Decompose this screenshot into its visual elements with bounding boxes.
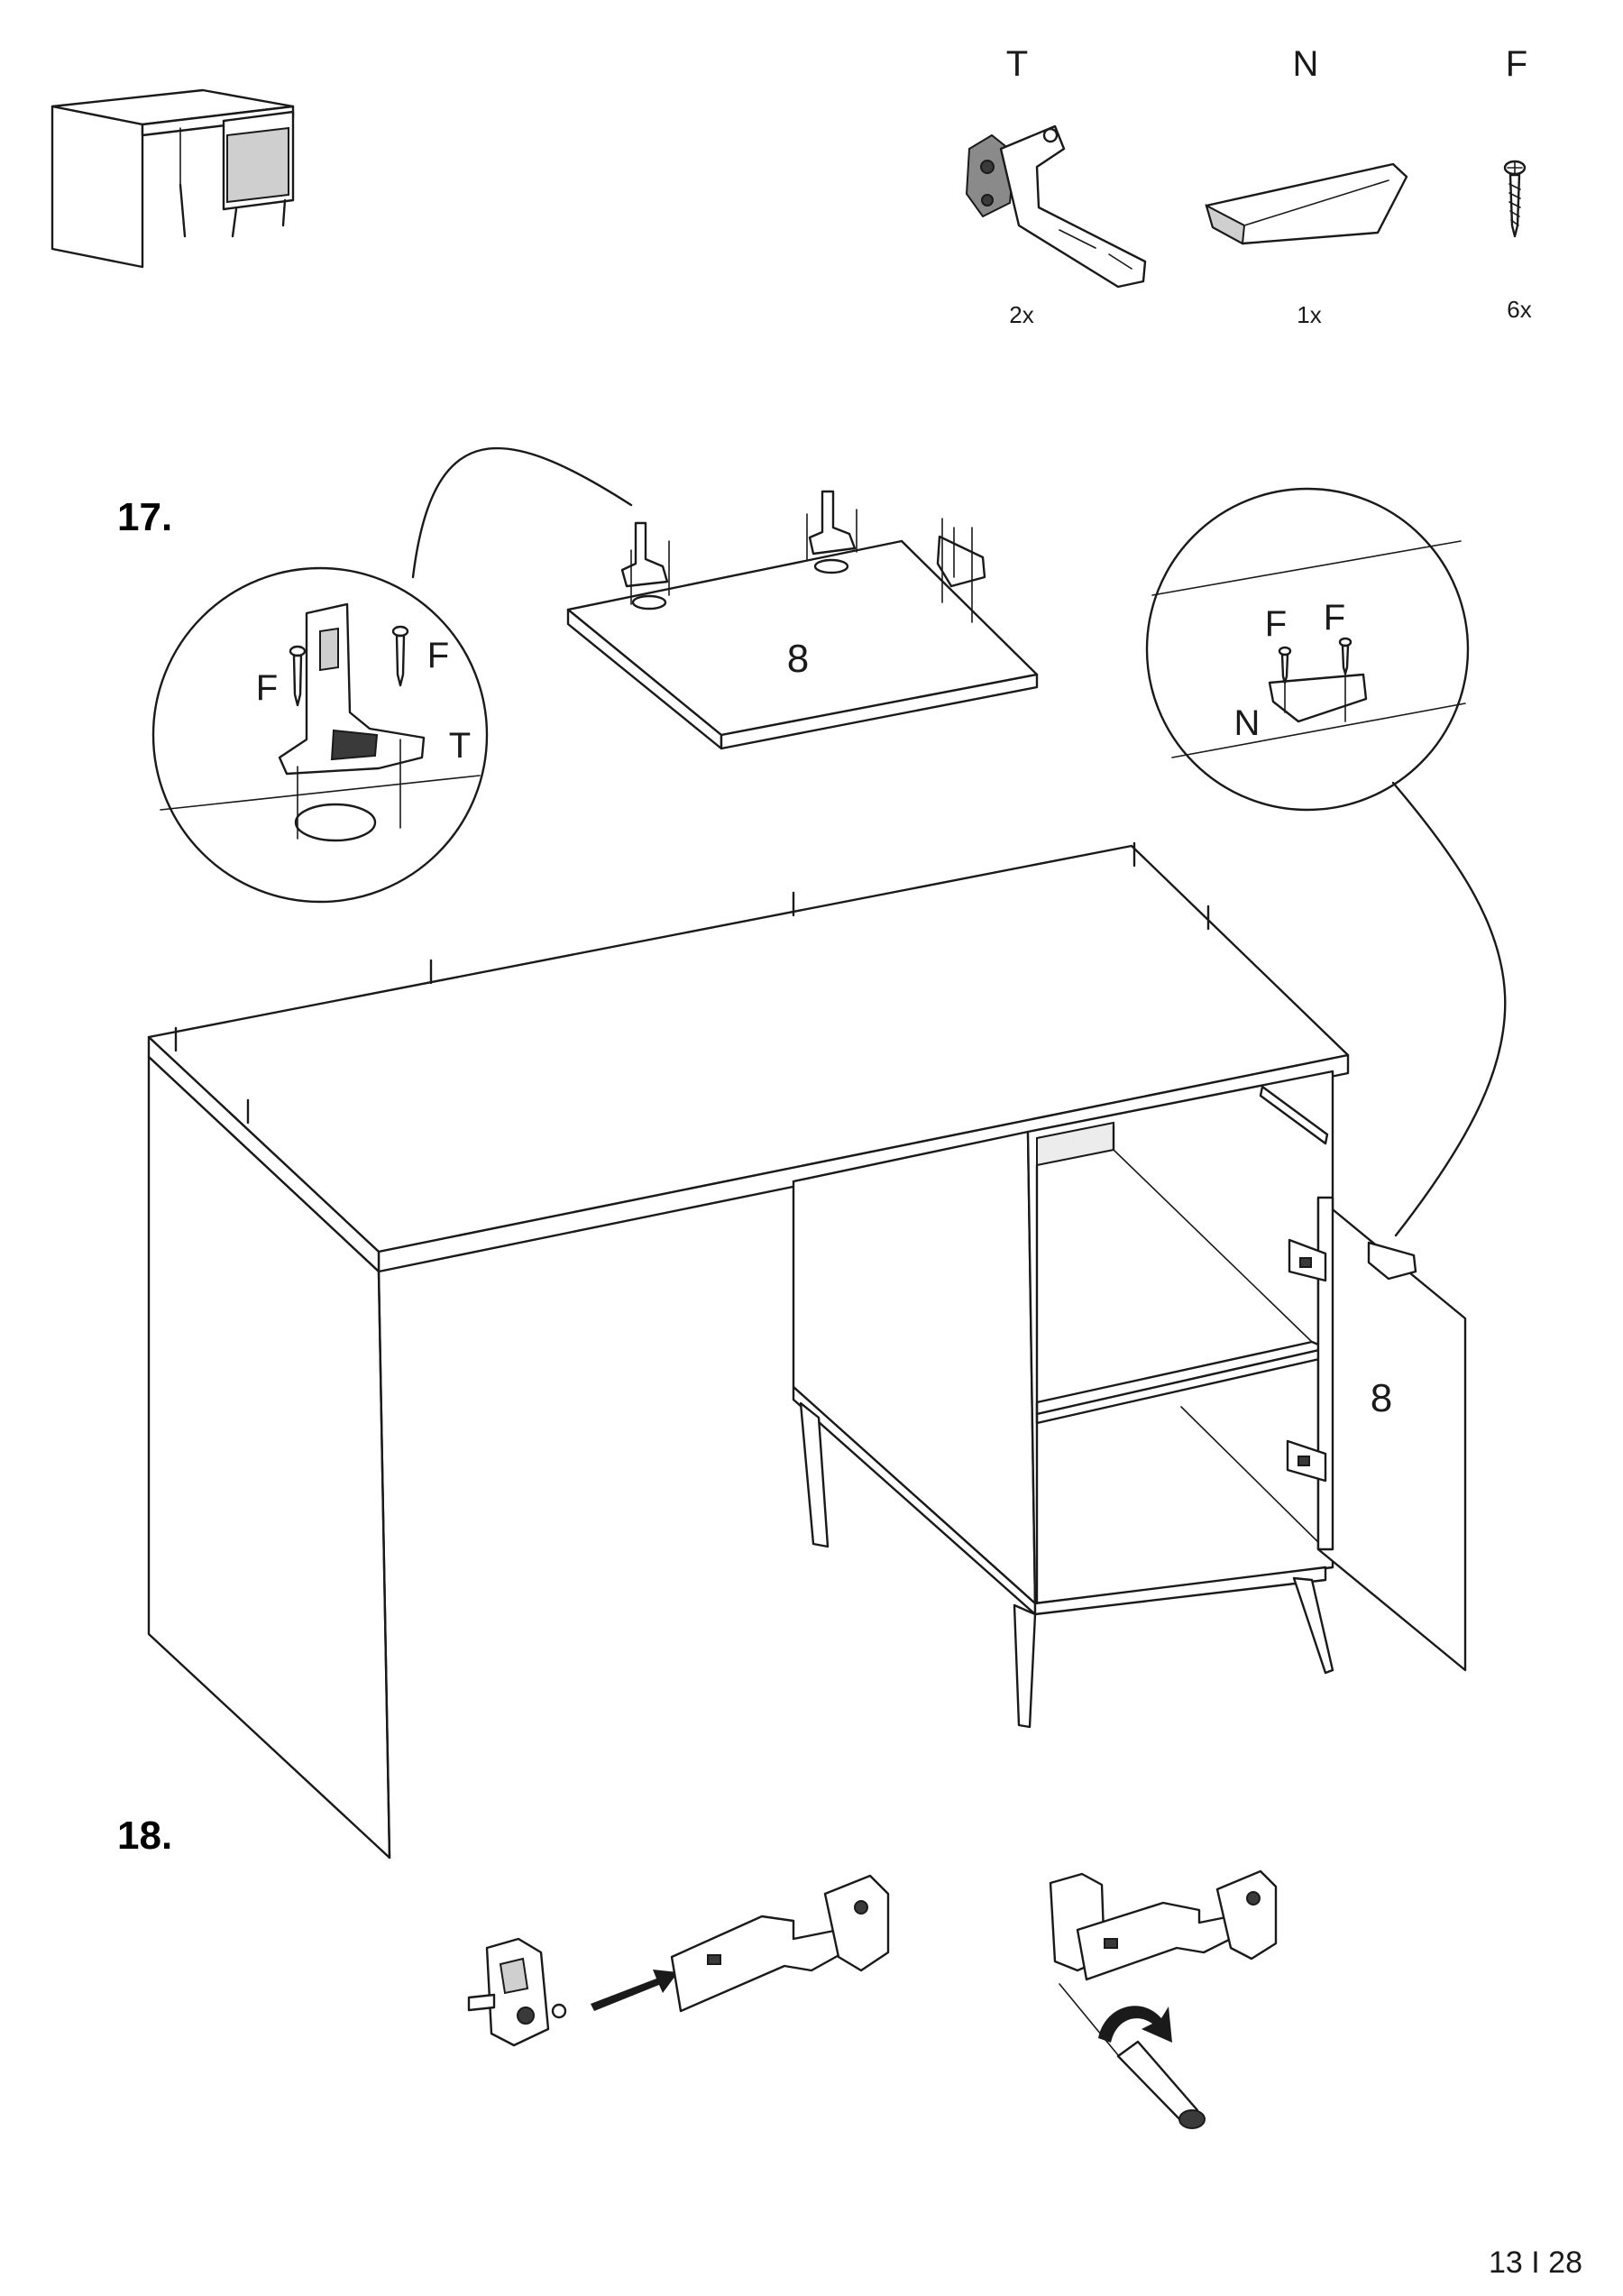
callout-left-label-F1: F bbox=[256, 668, 278, 708]
step-number-18: 18. bbox=[117, 1814, 172, 1858]
hinge-assembled-detail bbox=[1049, 1869, 1278, 1981]
callout-leader-left bbox=[411, 446, 633, 579]
handle-small-icon bbox=[1367, 1241, 1417, 1281]
screw-icon bbox=[1338, 637, 1352, 675]
handle-icon bbox=[1205, 162, 1408, 245]
desk-assembly bbox=[147, 841, 1350, 1860]
dowel-pins bbox=[174, 841, 1210, 1125]
part-legend-N: N 1x bbox=[1205, 44, 1408, 328]
hinge-arm-detail bbox=[670, 1874, 890, 2013]
callout-right-label-F2: F bbox=[1324, 598, 1345, 638]
callout-left-label-T: T bbox=[449, 726, 471, 766]
callout-left-label-F2: F bbox=[427, 636, 449, 675]
door-panel-open: 8 bbox=[1286, 1196, 1467, 1672]
handle-detail bbox=[1151, 540, 1466, 758]
page-number: 13 I 28 bbox=[1489, 2245, 1582, 2280]
callout-right-label-F1: F bbox=[1265, 604, 1287, 644]
screw-icon bbox=[1503, 160, 1527, 238]
screwdriver-icon bbox=[1059, 1983, 1206, 2129]
step-number-17: 17. bbox=[117, 495, 172, 539]
part-letter-T: T bbox=[1006, 44, 1028, 84]
hinge-icon bbox=[965, 124, 1147, 289]
screw-icon bbox=[1278, 646, 1292, 684]
hinge-small-icon bbox=[620, 521, 670, 611]
callout-leader-right bbox=[1391, 781, 1507, 1237]
part-legend-F: F 6x bbox=[1503, 44, 1532, 323]
hinge-plate-detail bbox=[467, 1937, 567, 2047]
part-qty-T: 2x bbox=[1009, 301, 1033, 328]
push-arrow-icon bbox=[591, 1970, 678, 2011]
hinge-small-icon bbox=[806, 490, 857, 574]
part-letter-N: N bbox=[1293, 44, 1319, 84]
part-legend-T: T 2x bbox=[965, 44, 1147, 328]
door-panel-flat: 8 bbox=[566, 490, 1039, 750]
screw-icon bbox=[391, 625, 409, 687]
desk-thumbnail-icon bbox=[50, 88, 295, 269]
hinge-small-icon bbox=[1288, 1238, 1327, 1282]
hinge-detail bbox=[160, 602, 481, 842]
door-panel-number-open: 8 bbox=[1371, 1376, 1392, 1420]
callout-circle-right bbox=[1145, 487, 1470, 812]
part-qty-N: 1x bbox=[1297, 301, 1321, 328]
part-qty-F: 6x bbox=[1507, 296, 1531, 323]
part-letter-F: F bbox=[1506, 44, 1527, 84]
rotate-arrow-icon bbox=[1098, 2006, 1172, 2043]
screw-icon bbox=[289, 645, 307, 707]
callout-right-label-N: N bbox=[1234, 703, 1261, 743]
handle-small-icon bbox=[936, 518, 986, 623]
hinge-small-icon bbox=[1286, 1439, 1327, 1483]
door-panel-number-top: 8 bbox=[787, 637, 809, 681]
